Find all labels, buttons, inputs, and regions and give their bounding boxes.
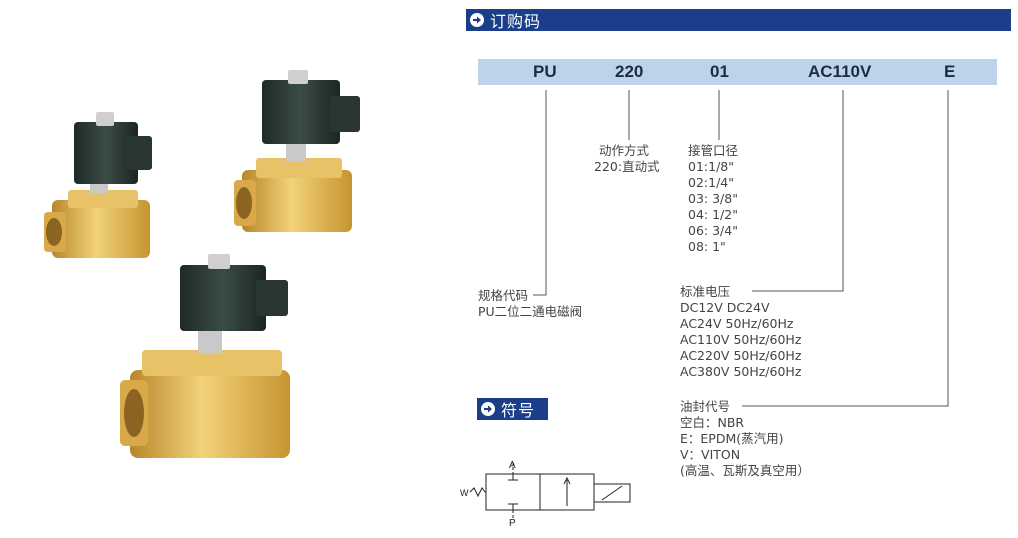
voltage-item: AC220V 50Hz/60Hz <box>680 348 802 363</box>
port-item: 04: 1/2" <box>688 207 738 222</box>
voltage-item: AC110V 50Hz/60Hz <box>680 332 802 347</box>
voltage-title: 标准电压 <box>680 284 731 299</box>
code-series: PU <box>533 62 557 81</box>
series-title: 规格代码 <box>478 288 529 303</box>
code-seal: E <box>944 62 956 81</box>
voltage-block: 标准电压 DC12V DC24V AC24V 50Hz/60Hz AC110V … <box>680 284 801 380</box>
voltage-item: DC12V DC24V <box>680 300 770 315</box>
voltage-item: AC24V 50Hz/60Hz <box>680 316 794 331</box>
valve-symbol: A P W <box>460 460 631 528</box>
port-item: 03: 3/8" <box>688 191 738 206</box>
seal-block: 油封代号 空白：NBR E：EPDM(蒸汽用) V：VITON (高温、瓦斯及真… <box>680 399 810 479</box>
port-item: 01:1/8" <box>688 159 734 174</box>
action-block: 动作方式 220:直动式 <box>594 143 660 175</box>
symbol-header: 符号 <box>477 398 548 420</box>
seal-item: 空白：NBR <box>680 415 745 430</box>
seal-item: V：VITON <box>680 447 741 462</box>
port-item: 06: 3/4" <box>688 223 738 238</box>
valve-small <box>44 112 152 258</box>
seal-title: 油封代号 <box>680 399 731 414</box>
action-value: 220:直动式 <box>594 159 660 174</box>
code-port: 01 <box>710 62 729 81</box>
code-bar <box>478 59 997 85</box>
series-block: 规格代码 PU二位二通电磁阀 <box>478 288 582 320</box>
valve-medium <box>234 70 360 232</box>
valve-product-photo <box>44 70 360 458</box>
series-value: PU二位二通电磁阀 <box>478 304 583 319</box>
port-title: 接管口径 <box>688 143 739 158</box>
port-block: 接管口径 01:1/8" 02:1/4" 03: 3/8" 04: 1/2" 0… <box>688 143 738 255</box>
port-item: 08: 1" <box>688 239 726 254</box>
order-code-header: 订购码 <box>466 9 1011 31</box>
action-title: 动作方式 <box>599 143 650 158</box>
seal-item: E：EPDM(蒸汽用) <box>680 431 784 446</box>
voltage-item: AC380V 50Hz/60Hz <box>680 364 802 379</box>
port-a-label: A <box>509 460 516 471</box>
code-voltage: AC110V <box>808 62 872 81</box>
port-item: 02:1/4" <box>688 175 734 190</box>
symbol-title: 符号 <box>501 401 536 420</box>
code-action: 220 <box>615 62 644 81</box>
arrow-right-icon <box>470 13 484 27</box>
order-code-title: 订购码 <box>490 12 542 31</box>
valve-large <box>120 254 290 458</box>
port-p-label: P <box>509 518 516 528</box>
arrow-right-icon <box>481 402 495 416</box>
spring-label: W <box>460 488 469 498</box>
seal-item: (高温、瓦斯及真空用） <box>680 463 810 478</box>
